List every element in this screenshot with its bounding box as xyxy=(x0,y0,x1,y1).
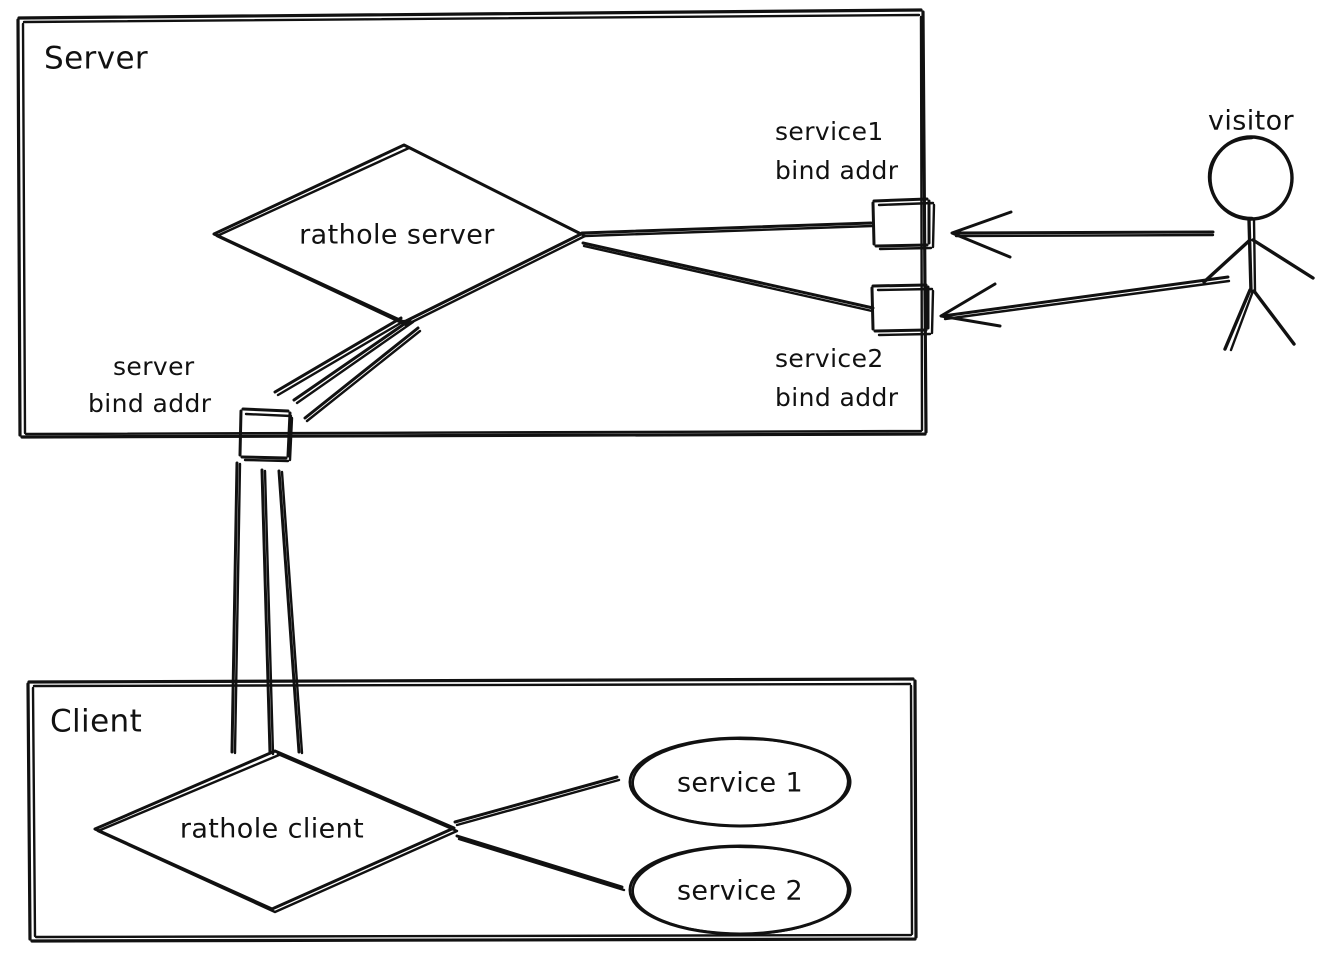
arrow-shaft xyxy=(941,275,1230,318)
visitor-leg-left-icon-double xyxy=(1229,289,1255,352)
service1-bind-square-double xyxy=(877,201,936,251)
visitor-head-icon-double xyxy=(1207,136,1254,220)
tunnel-line-3 xyxy=(277,469,301,754)
arrow-shaft xyxy=(952,230,1215,235)
server-frame-outline-double xyxy=(21,13,924,436)
port-service2-bind-addr[interactable]: service2 bind addr xyxy=(775,283,935,412)
node-rathole-client[interactable]: rathole client xyxy=(93,749,459,914)
node-service-2[interactable]: service 2 xyxy=(628,844,852,936)
connector-rathole-server-to-service2-bind xyxy=(581,241,875,313)
connector-line-double xyxy=(457,837,626,892)
visitor-arm-right-icon xyxy=(1251,238,1315,280)
connector-rathole-server-to-server-bind xyxy=(273,316,422,423)
tunnel-line-1b xyxy=(233,462,242,755)
visitor-label: visitor xyxy=(1208,106,1295,137)
tunnel-line-2b xyxy=(263,469,275,756)
service1-bind-square xyxy=(871,197,931,248)
tunnel-line-1 xyxy=(230,461,239,754)
client-frame-outline-double xyxy=(31,682,914,939)
connector-line-2 xyxy=(292,318,412,402)
node-rathole-server[interactable]: rathole server xyxy=(212,143,587,327)
connector-line-1 xyxy=(273,316,403,394)
arrow-head xyxy=(950,210,1013,259)
arrow-visitor-to-service1-bind xyxy=(950,210,1215,259)
connector-rathole-client-to-service1 xyxy=(453,775,621,827)
arrow-shaft-double xyxy=(943,279,1231,321)
rathole-server-diamond-outline-double xyxy=(215,145,587,327)
server-frame-outline xyxy=(16,8,928,439)
client-frame-outline xyxy=(26,677,918,943)
connector-line-1b xyxy=(276,319,406,397)
tunnel-line-3b xyxy=(280,470,304,755)
connector-line-2b xyxy=(295,320,415,405)
frame-server[interactable]: Server xyxy=(16,8,928,439)
rathole-client-diamond-outline xyxy=(93,749,456,911)
service-1-label: service 1 xyxy=(677,768,803,799)
service1-bind-label-line2: bind addr xyxy=(775,156,899,185)
port-service1-bind-addr[interactable]: service1 bind addr xyxy=(775,117,936,251)
frame-label-client: Client xyxy=(50,704,142,740)
arrow-head xyxy=(939,282,1002,328)
visitor-leg-left-icon xyxy=(1223,288,1252,351)
server-bind-label-line1: server xyxy=(113,352,195,381)
service2-bind-square-double xyxy=(876,287,935,337)
connector-line xyxy=(453,775,619,824)
visitor-leg-right-icon xyxy=(1252,289,1296,346)
connector-line-3 xyxy=(303,326,420,420)
frame-label-server: Server xyxy=(44,41,148,77)
arrow-visitor-to-service2-bind xyxy=(939,275,1231,328)
node-service-1[interactable]: service 1 xyxy=(628,736,852,828)
service2-bind-label-line1: service2 xyxy=(775,344,884,373)
frame-client[interactable]: Client xyxy=(26,677,918,943)
service1-bind-label-line1: service1 xyxy=(775,117,884,146)
rathole-client-diamond-outline-double xyxy=(96,752,459,914)
server-bind-square-double xyxy=(243,412,294,463)
connector-rathole-server-to-service1-bind xyxy=(580,221,874,238)
port-server-bind-addr[interactable]: server bind addr xyxy=(88,352,294,463)
service-2-ellipse-outline-double xyxy=(631,845,850,936)
connector-line-double xyxy=(583,224,874,238)
connector-line xyxy=(580,221,873,235)
service2-bind-square xyxy=(870,283,930,333)
tunnel-line-2 xyxy=(260,468,272,755)
connector-line xyxy=(581,241,875,310)
visitor-body-icon xyxy=(1247,217,1253,293)
connector-line xyxy=(455,834,624,889)
connector-server-bind-to-rathole-client xyxy=(230,461,304,756)
rathole-server-label: rathole server xyxy=(299,220,495,251)
arrow-shaft-double xyxy=(954,233,1215,238)
rathole-client-label: rathole client xyxy=(180,814,364,845)
service2-bind-label-line2: bind addr xyxy=(775,383,899,412)
visitor-arm-left-icon xyxy=(1202,238,1252,284)
server-bind-square xyxy=(238,407,292,460)
visitor-body-icon-double xyxy=(1252,218,1257,293)
connector-line-double xyxy=(455,778,621,827)
server-bind-label-line2: bind addr xyxy=(88,389,212,418)
connector-line-double xyxy=(582,244,874,313)
service-1-ellipse-outline-double xyxy=(631,737,850,828)
connector-rathole-client-to-service2 xyxy=(455,834,626,892)
actor-visitor[interactable]: visitor xyxy=(1202,106,1315,352)
service-2-label: service 2 xyxy=(677,876,803,907)
connector-line-3b xyxy=(305,329,422,423)
